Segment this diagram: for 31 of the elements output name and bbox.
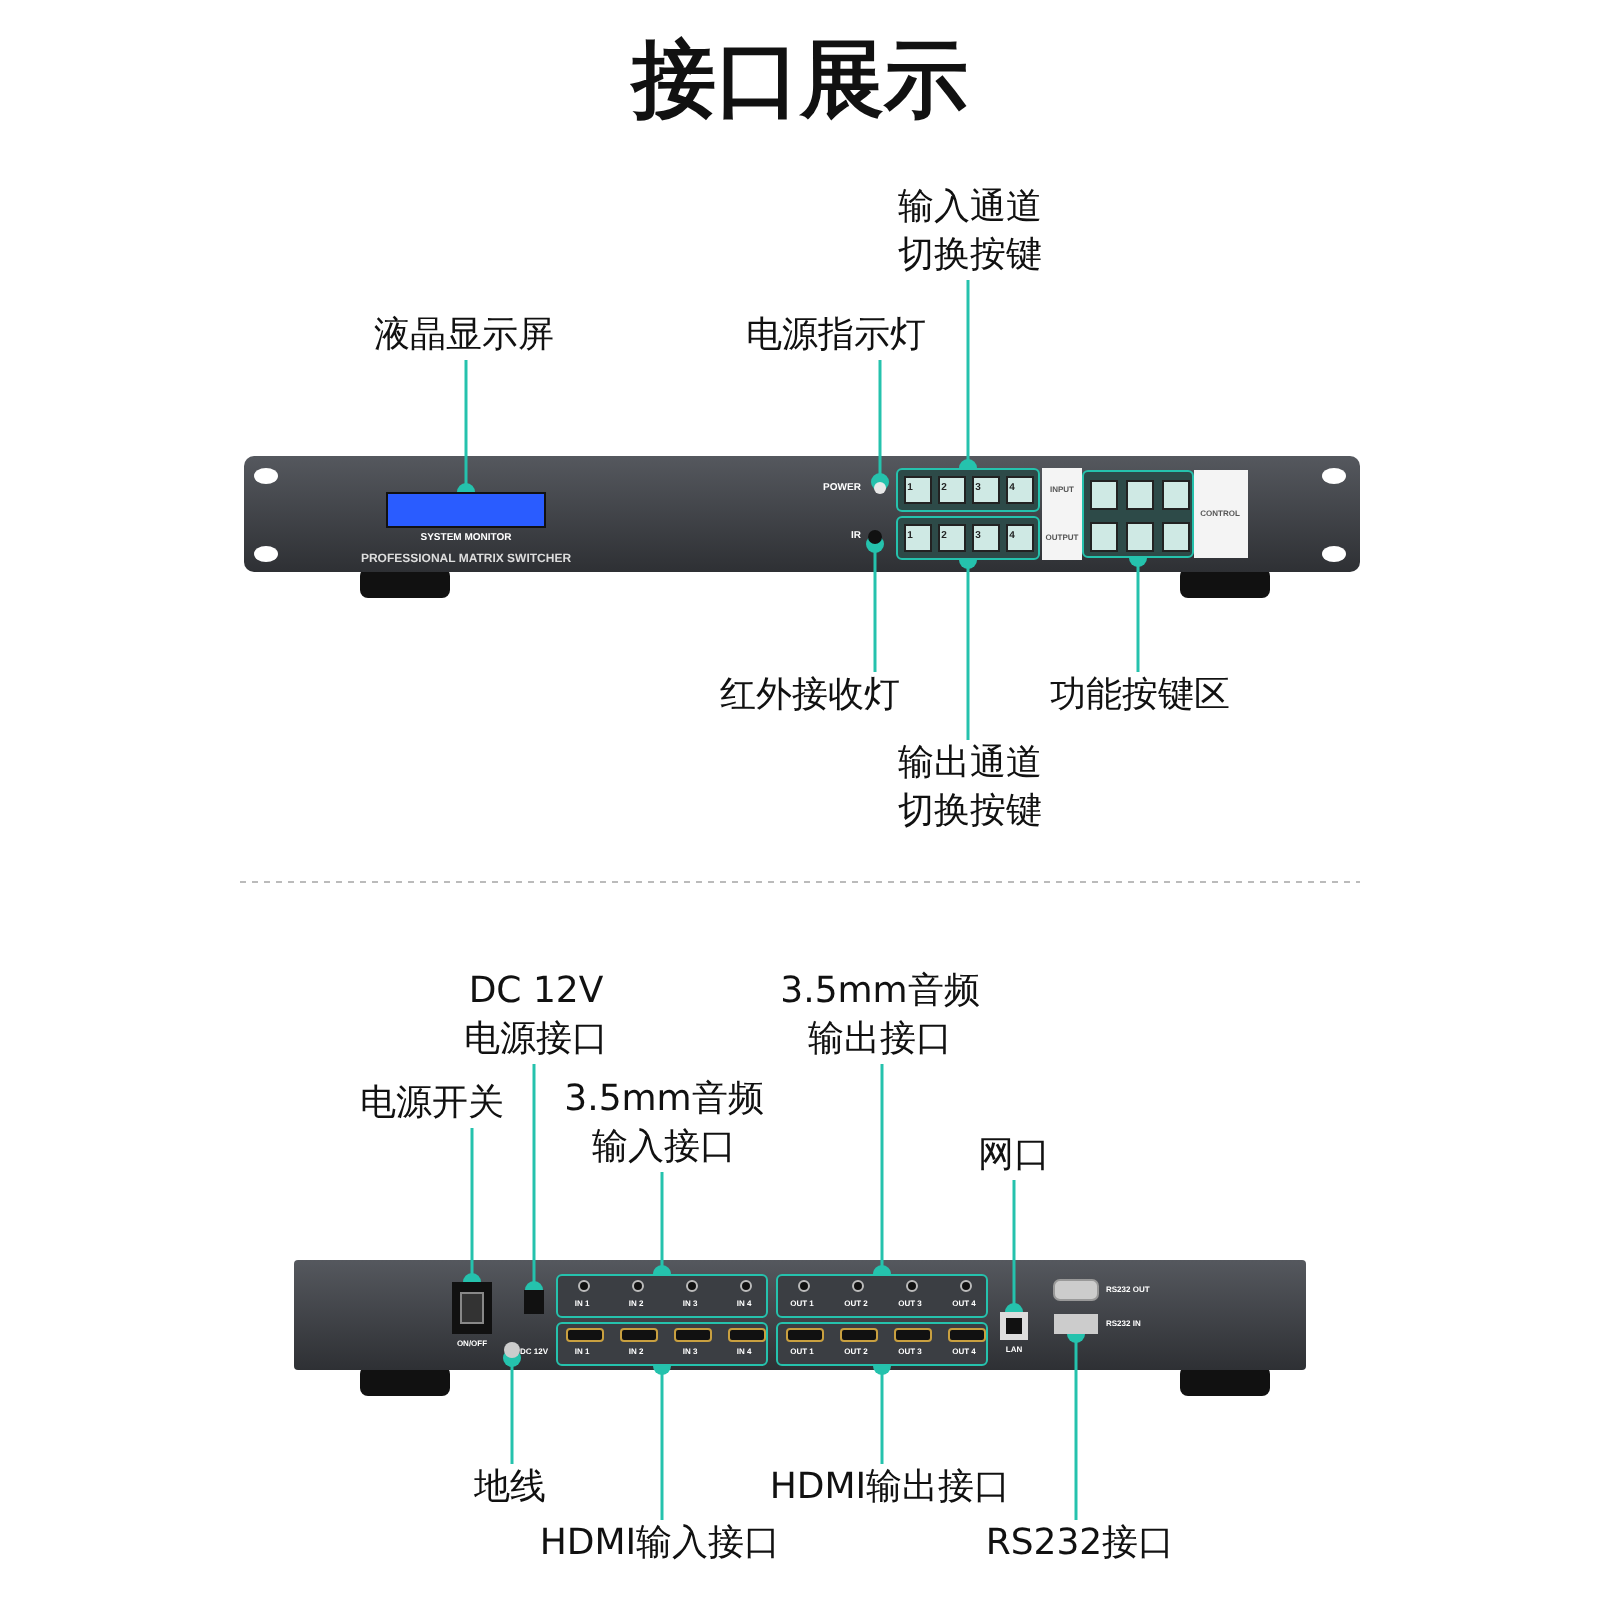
power-switch: [452, 1282, 492, 1334]
callout-label: 红外接收灯: [710, 672, 910, 720]
leader-line: [503, 1349, 521, 1464]
input-key-group: [896, 468, 1040, 512]
callout-label: 3.5mm音频输入接口: [564, 1076, 764, 1172]
title: 接口展示: [628, 28, 970, 132]
callout-label: 输出通道切换按键: [890, 740, 1050, 836]
output-key-group: [896, 516, 1040, 560]
callout-label: 液晶显示屏: [364, 312, 564, 360]
audio-output-jacks: [776, 1274, 988, 1318]
hdmi-input-ports: [556, 1322, 768, 1366]
callout-label: 功能按键区: [1040, 672, 1240, 720]
lcd-screen: [386, 492, 546, 528]
callout-label: 3.5mm音频输出接口: [780, 968, 980, 1064]
callout-label: RS232接口: [960, 1520, 1200, 1568]
function-key-group: [1082, 470, 1194, 558]
hdmi-output-ports: [776, 1322, 988, 1366]
rs232-port: [1054, 1314, 1098, 1334]
callout-label: HDMI输出接口: [760, 1464, 1020, 1512]
callout-label: DC 12V 电源接口: [446, 968, 626, 1064]
leader-line: [866, 535, 884, 672]
audio-input-jacks: [556, 1274, 768, 1318]
dc-power-jack: [524, 1290, 544, 1314]
callout-label: 地线: [470, 1464, 550, 1512]
callout-label: 网口: [974, 1132, 1054, 1180]
callout-label: 电源开关: [352, 1080, 512, 1128]
callout-label: 电源指示灯: [736, 312, 936, 360]
callout-label: HDMI输入接口: [530, 1520, 790, 1568]
lan-port: [1000, 1312, 1028, 1340]
leader-line: [871, 360, 889, 491]
callout-label: 输入通道切换按键: [890, 184, 1050, 280]
